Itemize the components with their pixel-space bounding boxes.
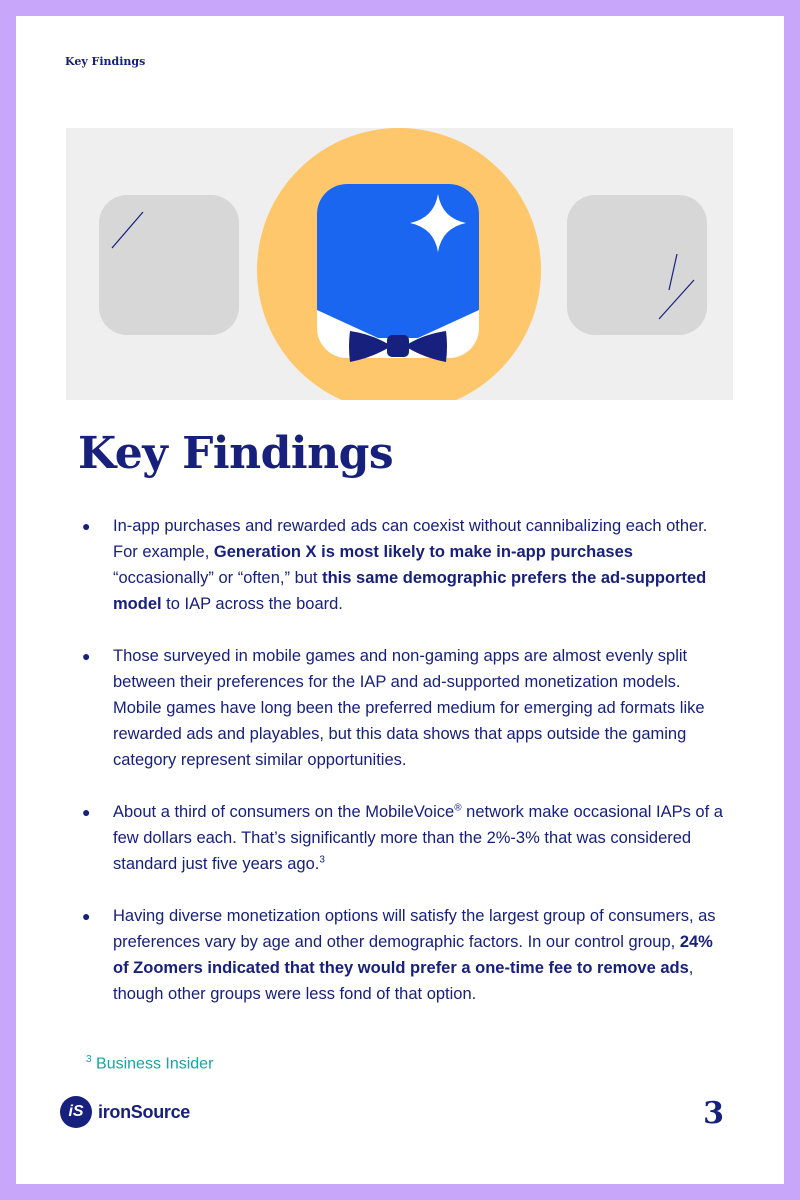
emphasis-text: 24% of Zoomers indicated that they would… bbox=[113, 933, 713, 977]
finding-item: ● About a third of consumers on the Mobil… bbox=[82, 799, 732, 877]
logo-text: ironSource bbox=[98, 1101, 191, 1122]
finding-item: ● Having diverse monetization options wil… bbox=[82, 903, 732, 1007]
running-header: Key Findings bbox=[65, 55, 146, 68]
finding-text: Those surveyed in mobile games and non-g… bbox=[113, 647, 705, 769]
sparkle-icon bbox=[410, 194, 466, 252]
sparkle-line-icon bbox=[668, 253, 678, 291]
finding-text: In-app purchases and rewarded ads can co… bbox=[113, 517, 708, 561]
left-app-tile bbox=[99, 195, 239, 335]
finding-item: ● Those surveyed in mobile games and non-… bbox=[82, 643, 732, 773]
finding-text: to IAP across the board. bbox=[161, 595, 343, 613]
finding-text: About a third of consumers on the Mobile… bbox=[113, 803, 455, 821]
findings-list: ● In-app purchases and rewarded ads can c… bbox=[82, 513, 732, 1033]
sparkle-line-icon bbox=[111, 211, 144, 249]
app-icon bbox=[317, 184, 479, 358]
footnote: 3 Business Insider bbox=[86, 1054, 213, 1073]
superscript: ® bbox=[454, 802, 462, 814]
right-app-tile bbox=[567, 195, 707, 335]
finding-item: ● In-app purchases and rewarded ads can c… bbox=[82, 513, 732, 617]
finding-text: Having diverse monetization options will… bbox=[113, 907, 716, 951]
emphasis-text: this same demographic prefers the ad-sup… bbox=[113, 569, 707, 613]
footnote-marker: 3 bbox=[86, 1054, 92, 1065]
page-number: 3 bbox=[703, 1096, 724, 1131]
ironsource-logo: iS ironSource bbox=[60, 1096, 190, 1128]
sparkle-line-icon bbox=[658, 279, 695, 320]
bullet-icon: ● bbox=[82, 908, 91, 924]
bow-tie-icon bbox=[349, 331, 447, 362]
logo-mark-icon: iS bbox=[60, 1096, 92, 1128]
emphasis-text: Generation X is most likely to make in-a… bbox=[213, 543, 633, 561]
page-title: Key Findings bbox=[78, 428, 394, 479]
finding-text: , though other groups were less fond of … bbox=[113, 959, 694, 1003]
finding-text: “occasionally” or “often,” but bbox=[113, 569, 323, 587]
hero-illustration bbox=[66, 128, 733, 400]
bullet-icon: ● bbox=[82, 648, 91, 664]
superscript: 3 bbox=[319, 854, 325, 866]
bullet-icon: ● bbox=[82, 518, 91, 534]
footnote-source: Business Insider bbox=[96, 1055, 214, 1073]
bullet-icon: ● bbox=[82, 804, 91, 820]
page: Key Findings bbox=[16, 16, 784, 1184]
finding-text: network make occasional IAPs of a few do… bbox=[113, 803, 723, 873]
